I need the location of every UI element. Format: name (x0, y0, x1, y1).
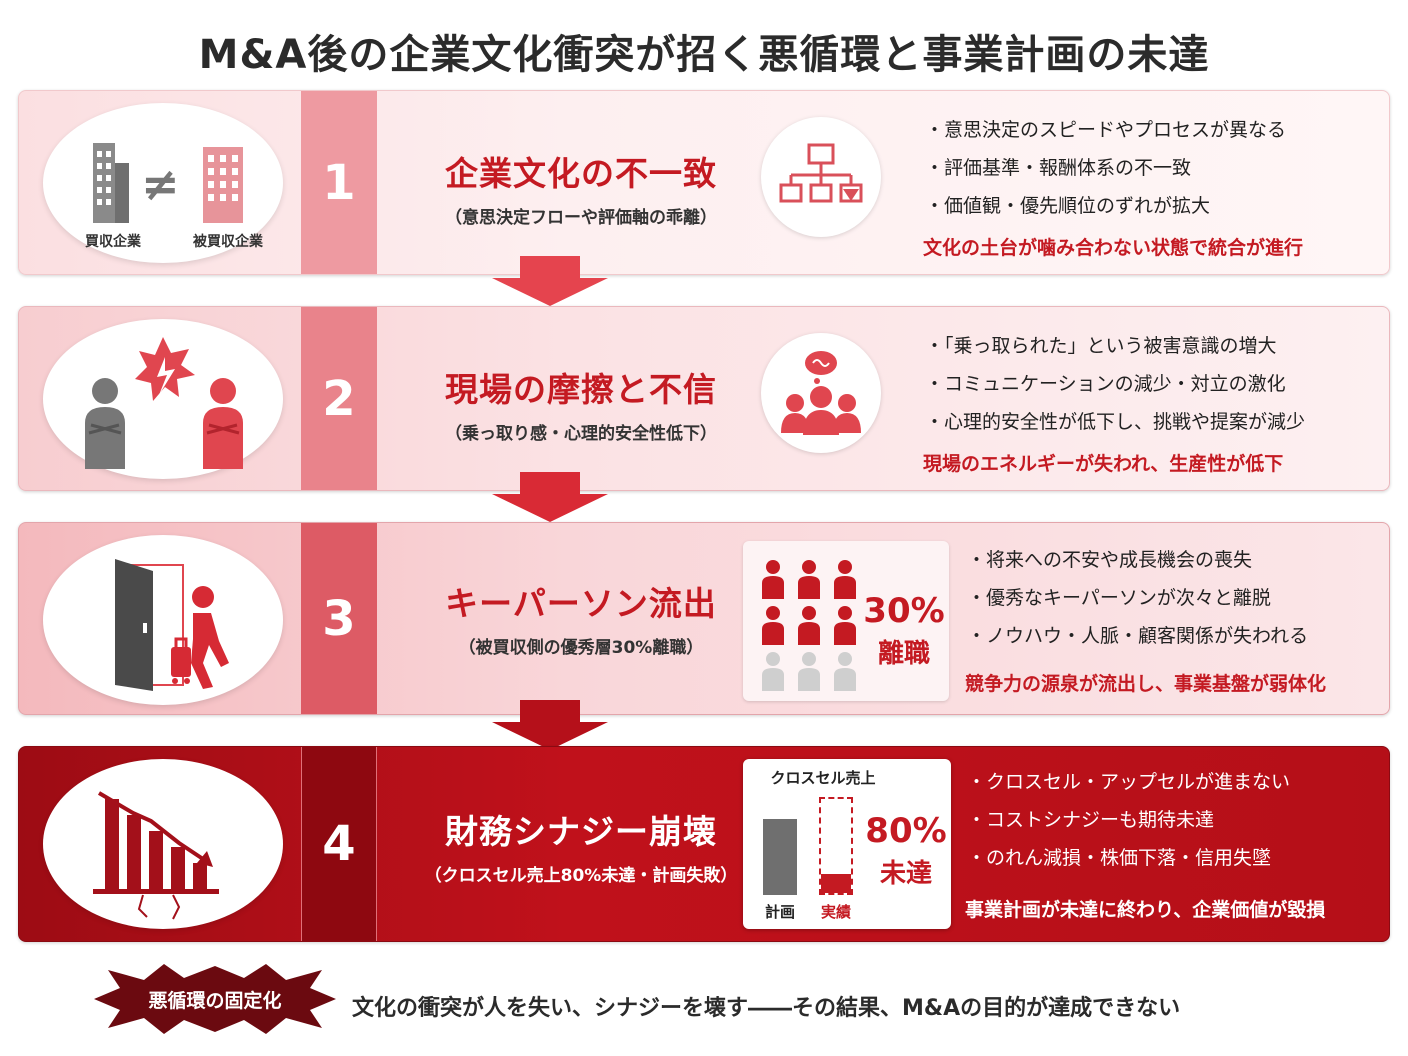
friction-illustration (43, 319, 283, 479)
bullet-item: コストシナジーも期待未達 (967, 801, 1290, 839)
walking-person-icon (171, 586, 229, 689)
footer-badge-label: 悪循環の固定化 (148, 990, 282, 1012)
person-icon (834, 606, 856, 645)
stage-heading-block: キーパーソン流出 （被買収側の優秀層30%離職） (391, 577, 771, 658)
down-trend-arrow-icon (197, 851, 213, 867)
bullet-item: のれん減損・株価下落・信用失墜 (967, 839, 1290, 877)
stage-conclusion: 文化の土台が噛み合わない状態で統合が進行 (923, 237, 1304, 259)
gray-person-icon (85, 378, 125, 469)
stage-number: 2 (301, 307, 377, 490)
person-icon (798, 606, 820, 645)
declining-bars-icon (93, 799, 219, 894)
bullet-item: クロスセル・アップセルが進まない (967, 763, 1290, 801)
bullet-item: 価値観・優先順位のずれが拡大 (925, 187, 1286, 225)
stage-number: 1 (301, 91, 377, 274)
cross-sell-chart: クロスセル売上 計画 実績 80% 未達 (743, 759, 951, 929)
person-icon (834, 652, 856, 691)
bullet-item: 優秀なキーパーソンが次々と離脱 (967, 579, 1308, 617)
acquired-label: 被買収企業 (193, 234, 263, 250)
stage-subheading: （被買収側の優秀層30%離職） (458, 638, 704, 658)
down-arrow-icon (492, 256, 608, 306)
not-equal-icon: ≠ (141, 157, 180, 211)
stage-heading: 企業文化の不一致 (445, 154, 717, 193)
synergy-collapse-illustration (43, 759, 283, 929)
crack-icon (137, 894, 181, 920)
stage-heading: 現場の摩擦と不信 (445, 370, 717, 409)
person-icon (762, 606, 784, 645)
person-icon (762, 652, 784, 691)
stage-4-panel: 4 財務シナジー崩壊 （クロスセル売上80%未達・計画失敗） クロスセル売上 計… (18, 746, 1390, 942)
footer-message: 文化の衝突が人を失い、シナジーを壊す――その結果、M&Aの目的が達成できない (352, 996, 1181, 1021)
attrition-stat-box: 30% 離職 (743, 541, 949, 701)
culture-mismatch-illustration: ≠ 買収企業 被買収企業 (43, 103, 283, 263)
page-title: M&A後の企業文化衝突が招く悪循環と事業計画の未達 (198, 32, 1210, 78)
stage-1-panel: ≠ 買収企業 被買収企業 1 企業文化の不一致 （意思決定フローや評価軸の乖離）… (18, 90, 1390, 275)
stage-number: 4 (301, 747, 377, 941)
person-icon (762, 560, 784, 599)
bullet-item: 将来への不安や成長機会の喪失 (967, 541, 1308, 579)
talent-exit-illustration (43, 535, 283, 705)
red-person-icon (203, 378, 243, 469)
stage-heading: キーパーソン流出 (445, 584, 717, 623)
person-icon (834, 560, 856, 599)
stage-number: 3 (301, 523, 377, 714)
stage-conclusion: 競争力の源泉が流出し、事業基盤が弱体化 (965, 673, 1327, 695)
attrition-value: 30% (863, 591, 945, 631)
stage-3-panel: 3 キーパーソン流出 （被買収側の優秀層30%離職） 30% 離職 将来への不安… (18, 522, 1390, 715)
door-icon (115, 559, 184, 691)
acquirer-label: 買収企業 (85, 234, 141, 250)
chart-title: クロスセル売上 (770, 769, 876, 787)
down-arrow-icon (492, 700, 608, 750)
attrition-label: 離職 (877, 639, 930, 669)
plan-bar (763, 819, 797, 895)
stage-subheading: （クロスセル売上80%未達・計画失敗） (424, 866, 738, 886)
plan-label: 計画 (764, 903, 795, 921)
conflict-burst-icon (135, 337, 195, 401)
bullet-item: 「乗っ取られた」という被害意識の増大 (925, 327, 1305, 365)
bullet-item: 心理的安全性が低下し、挑戦や提案が減少 (925, 403, 1305, 441)
actual-bar-outline (819, 797, 853, 895)
bullet-item: ノウハウ・人脈・顧客関係が失われる (967, 617, 1308, 655)
stage-bullets: 「乗っ取られた」という被害意識の増大 コミュニケーションの減少・対立の激化 心理… (925, 327, 1305, 441)
bullet-item: コミュニケーションの減少・対立の激化 (925, 365, 1305, 403)
down-arrow-icon (492, 472, 608, 522)
acquired-building-icon (203, 147, 243, 223)
shortfall-label: 未達 (879, 859, 932, 889)
stage-subheading: （意思決定フローや評価軸の乖離） (445, 208, 717, 228)
stage-bullets: 意思決定のスピードやプロセスが異なる 評価基準・報酬体系の不一致 価値観・優先順… (925, 111, 1286, 225)
org-chart-icon (761, 117, 881, 237)
stage-bullets: クロスセル・アップセルが進まない コストシナジーも期待未達 のれん減損・株価下落… (967, 763, 1290, 877)
stage-heading: 財務シナジー崩壊 (445, 812, 717, 851)
stage-conclusion: 事業計画が未達に終わり、企業価値が毀損 (965, 899, 1326, 921)
stage-conclusion: 現場のエネルギーが失われ、生産性が低下 (923, 453, 1284, 475)
bullet-item: 意思決定のスピードやプロセスが異なる (925, 111, 1286, 149)
actual-bar-fill (821, 874, 851, 893)
stage-heading-block: 現場の摩擦と不信 （乗っ取り感・心理的安全性低下） (391, 363, 771, 444)
actual-label: 実績 (820, 903, 851, 921)
frustrated-group-icon (761, 333, 881, 453)
person-icon (798, 560, 820, 599)
person-icon (798, 652, 820, 691)
stage-2-panel: 2 現場の摩擦と不信 （乗っ取り感・心理的安全性低下） 「乗っ取られた」という被… (18, 306, 1390, 491)
stage-heading-block: 財務シナジー崩壊 （クロスセル売上80%未達・計画失敗） (391, 805, 771, 886)
bullet-item: 評価基準・報酬体系の不一致 (925, 149, 1286, 187)
people-grid (762, 560, 856, 691)
stage-heading-block: 企業文化の不一致 （意思決定フローや評価軸の乖離） (391, 147, 771, 228)
stage-subheading: （乗っ取り感・心理的安全性低下） (445, 424, 717, 444)
starburst-badge (94, 964, 336, 1034)
shortfall-value: 80% (865, 811, 947, 851)
acquirer-building-icon (93, 143, 129, 223)
stage-bullets: 将来への不安や成長機会の喪失 優秀なキーパーソンが次々と離脱 ノウハウ・人脈・顧… (967, 541, 1308, 655)
